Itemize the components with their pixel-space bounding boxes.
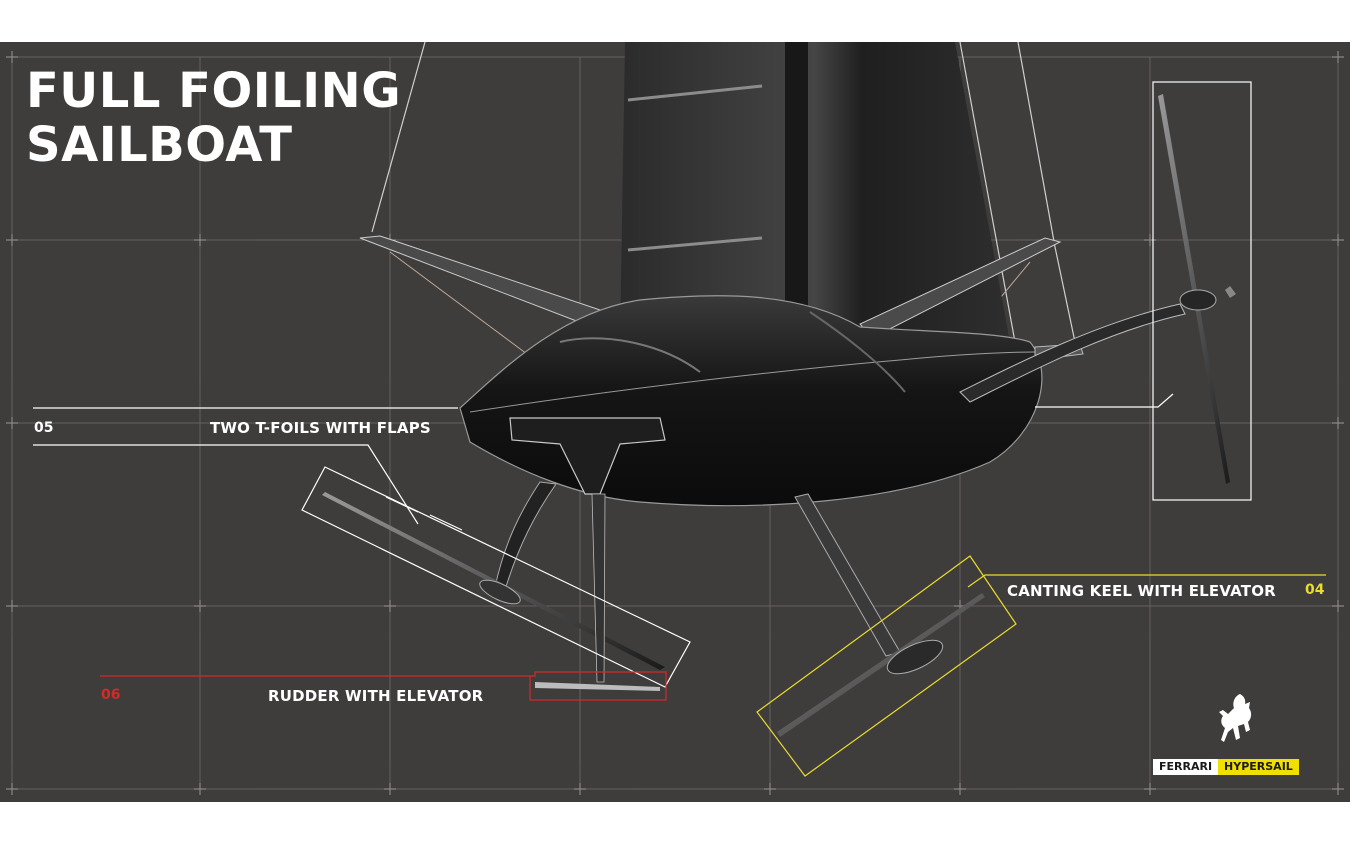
right-foil [959,94,1236,484]
callout-frame-06 [100,671,667,701]
rigging [371,42,1076,343]
rudder [535,493,660,691]
callout-number-06: 06 [101,687,121,703]
foil-arms [359,235,1062,339]
sailboat-diagram [6,42,1344,795]
callout-frame-keel [1035,81,1252,501]
title-line-1: FULL FOILING [26,63,402,119]
callout-label-rudder: RUDDER WITH ELEVATOR [268,687,484,705]
left-foil [322,481,665,670]
callout-number-04: 04 [1305,582,1325,598]
canting-keel [777,493,985,737]
brand-logo: FERRARI HYPERSAIL [1153,759,1299,775]
brand-ferrari: FERRARI [1153,759,1219,775]
diagram-canvas: FULL FOILING SAILBOAT 05 TWO T-FOILS WIT… [0,42,1350,802]
page-title: FULL FOILING SAILBOAT [26,64,401,172]
title-line-2: SAILBOAT [26,117,293,173]
callout-frame-05 [33,407,691,688]
callout-number-05: 05 [34,420,54,436]
wing-sail [620,42,1010,342]
brand-hypersail: HYPERSAIL [1218,759,1299,775]
callout-label-t-foils: TWO T-FOILS WITH FLAPS [210,419,431,437]
grid-crosses [6,51,1344,795]
prancing-horse-icon [1219,694,1252,742]
callout-label-canting-keel: CANTING KEEL WITH ELEVATOR [1007,582,1276,600]
callout-frame-04 [756,555,1326,777]
